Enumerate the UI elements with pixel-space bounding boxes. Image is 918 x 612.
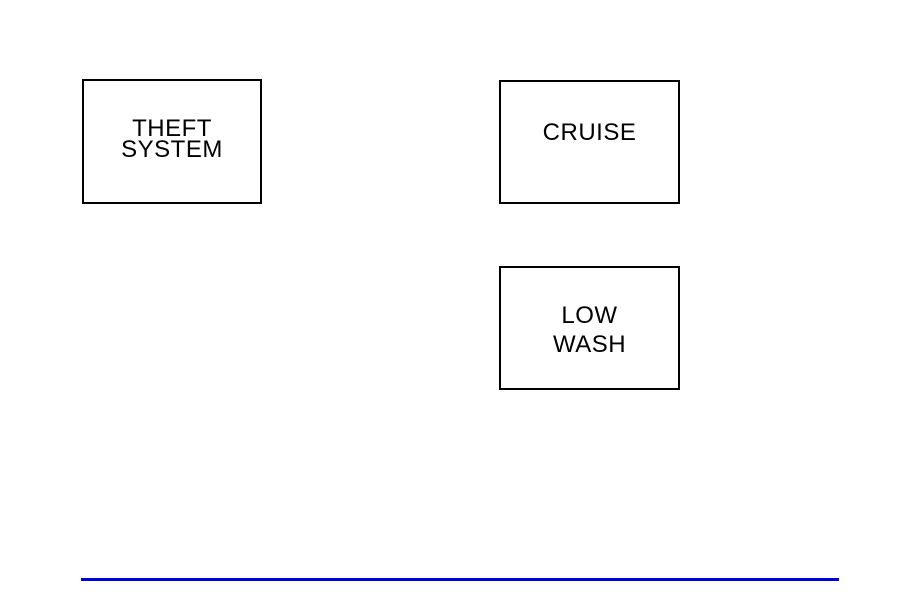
indicator-label-theft-system: THEFT SYSTEM bbox=[121, 114, 223, 163]
indicator-light-cruise: CRUISE bbox=[499, 80, 680, 204]
indicator-label-line: LOW bbox=[561, 302, 618, 329]
indicator-light-theft-system: THEFT SYSTEM bbox=[82, 79, 262, 204]
indicator-light-low-wash: LOW WASH bbox=[499, 266, 680, 390]
footer-divider-rule bbox=[81, 578, 839, 581]
indicator-label-cruise: CRUISE bbox=[543, 121, 637, 145]
indicator-label-low-wash: LOW WASH bbox=[553, 301, 626, 359]
indicator-label-line: WASH bbox=[552, 331, 627, 358]
indicator-label-line: THEFT bbox=[132, 114, 212, 142]
indicator-label-line: SYSTEM bbox=[121, 135, 223, 163]
indicator-label-line: CRUISE bbox=[542, 119, 637, 146]
